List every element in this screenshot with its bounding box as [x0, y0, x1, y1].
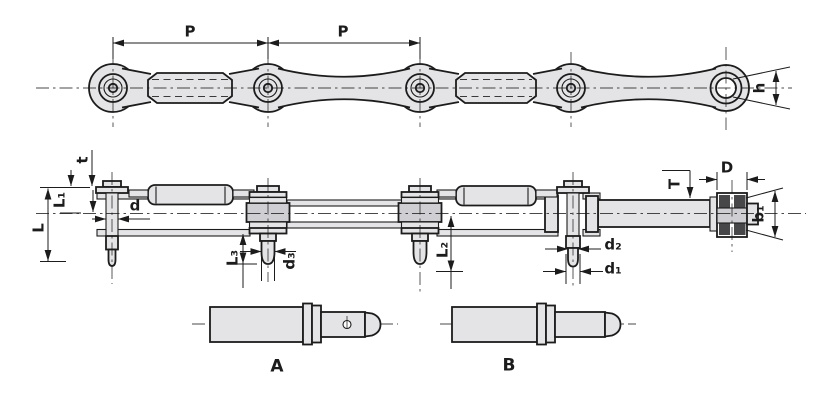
dim-label-d2: d₂ — [604, 235, 622, 254]
side-view-dimensions — [40, 150, 784, 289]
pitch-dimension — [112, 37, 421, 59]
dim-label-l1: L₁ — [50, 191, 69, 209]
dim-label-l: L — [29, 223, 48, 233]
dim-label-b1: b₁ — [749, 205, 768, 223]
height-dimension — [732, 66, 791, 110]
side-view-chain — [36, 150, 806, 292]
dim-label-d-cap: D — [720, 158, 734, 177]
pin-detail-b — [440, 302, 636, 346]
dim-label-l2: L₂ — [433, 241, 452, 259]
dim-label-t-cap: T — [665, 178, 684, 190]
dim-label-pitch-right: P — [337, 22, 349, 41]
dim-label-d3: d₃ — [280, 252, 299, 270]
dim-label-d1: d₁ — [604, 259, 622, 278]
dim-label-l3: L₃ — [223, 249, 242, 267]
top-view-chain — [36, 37, 792, 130]
dim-label-h: h — [750, 82, 769, 94]
part-label-pin-b: B — [502, 355, 516, 376]
dim-label-d: d — [129, 196, 141, 215]
part-label-pin-a: A — [270, 356, 284, 377]
pin-detail-a — [192, 302, 398, 346]
dim-label-t: t — [73, 156, 92, 164]
dim-label-pitch-left: P — [184, 22, 196, 41]
